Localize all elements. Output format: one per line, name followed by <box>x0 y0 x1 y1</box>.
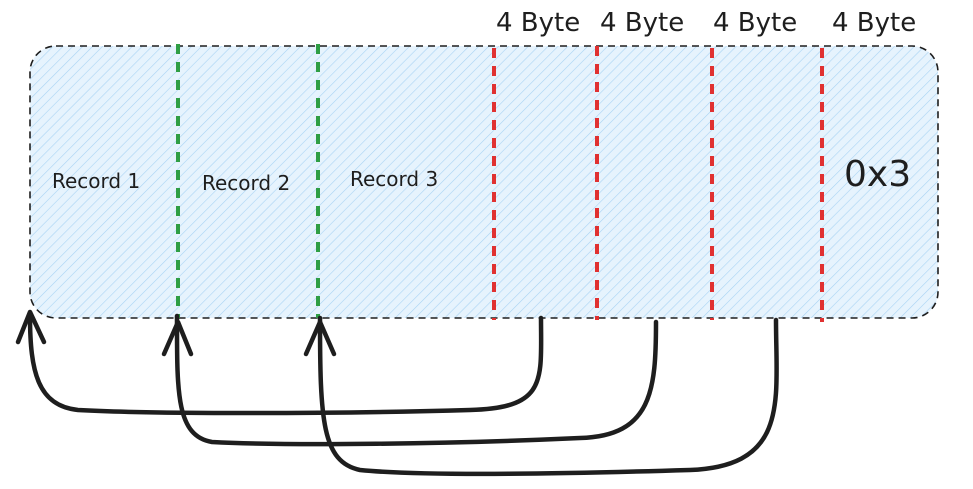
offset-arrow-1 <box>27 313 544 416</box>
arrowhead-2 <box>161 319 194 357</box>
arrowhead-3 <box>303 319 337 357</box>
record-label-2: Record 2 <box>202 171 290 195</box>
offset-arrow-2 <box>174 313 659 447</box>
slot-byte-label-4: 4 Byte <box>832 8 916 38</box>
record-label-3: Record 3 <box>350 167 438 191</box>
buffer-block <box>29 45 939 319</box>
slot-byte-label-1: 4 Byte <box>496 8 580 38</box>
record-label-1: Record 1 <box>52 169 140 193</box>
arrowhead-1 <box>15 309 47 345</box>
slot-byte-label-2: 4 Byte <box>600 8 684 38</box>
offset-arrow-3 <box>317 315 779 477</box>
buffer-outline <box>29 45 939 319</box>
slot-byte-label-3: 4 Byte <box>713 8 797 38</box>
count-value: 0x3 <box>844 154 911 195</box>
